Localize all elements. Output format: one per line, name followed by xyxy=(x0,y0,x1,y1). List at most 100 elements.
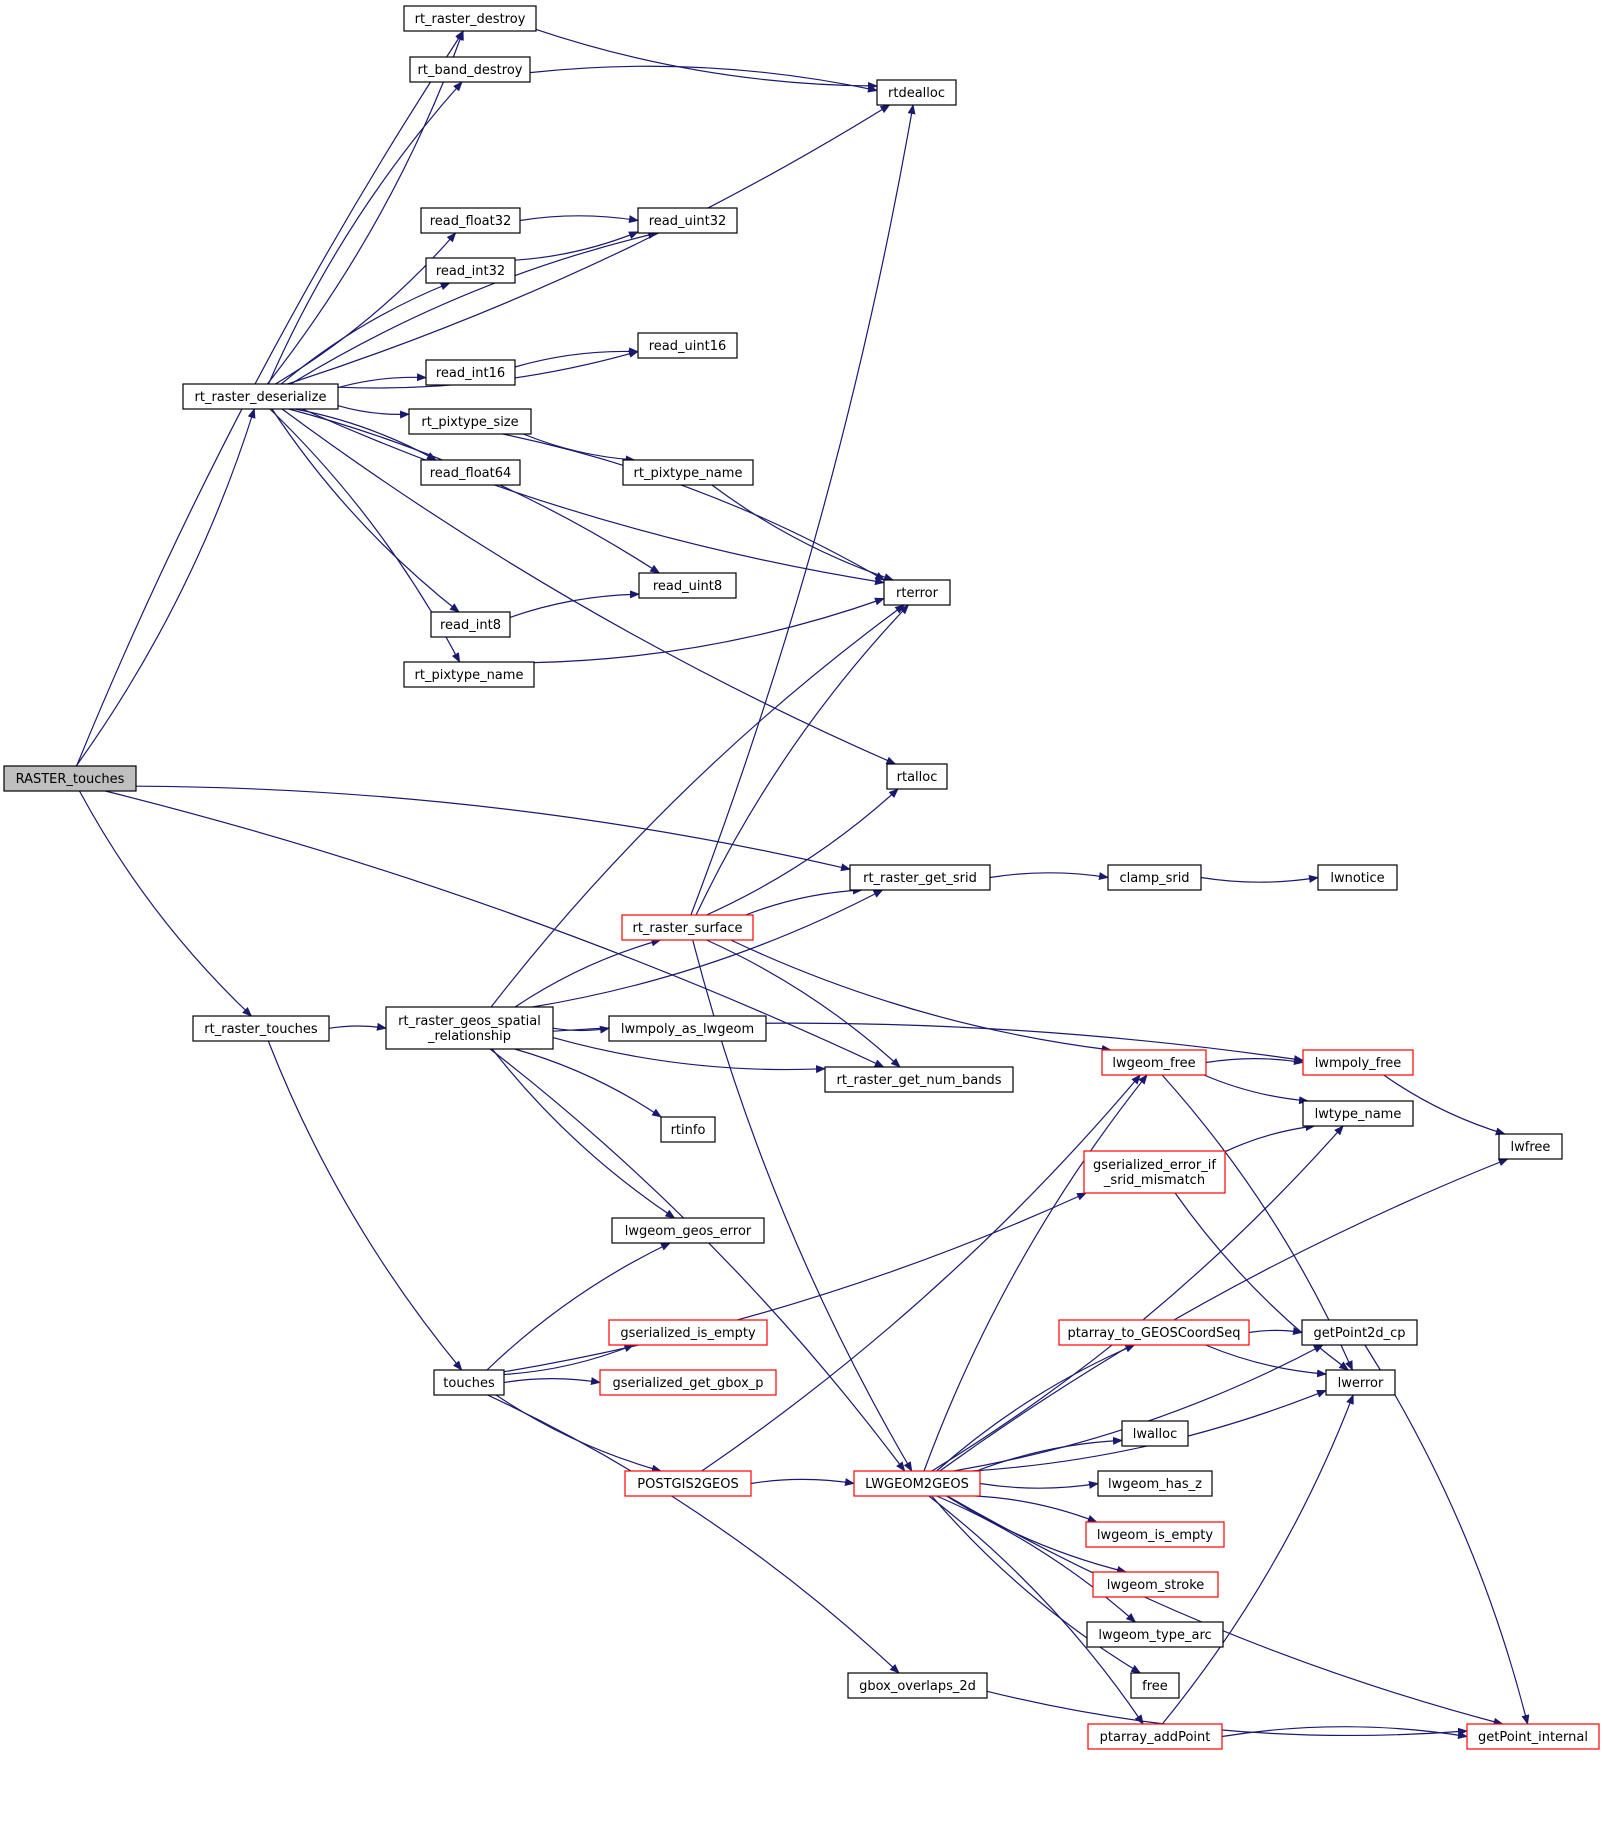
node-label: getPoint2d_cp xyxy=(1313,1326,1405,1341)
node-label: rt_raster_deserialize xyxy=(195,390,327,405)
edge-touches-to-gserialized_get_gbox_p xyxy=(503,1377,601,1386)
node-lwnotice[interactable]: lwnotice xyxy=(1317,864,1398,891)
node-label: lwgeom_free xyxy=(1112,1056,1195,1071)
node-label: rt_raster_get_srid xyxy=(863,871,977,886)
node-lwgeom-is-empty[interactable]: lwgeom_is_empty xyxy=(1085,1521,1225,1548)
node-rt-pixtype-name-b[interactable]: rt_pixtype_name xyxy=(403,661,535,688)
node-clamp-srid[interactable]: clamp_srid xyxy=(1107,864,1202,891)
node-rtinfo[interactable]: rtinfo xyxy=(660,1116,716,1143)
node-ptarray-addPoint[interactable]: ptarray_addPoint xyxy=(1087,1723,1223,1750)
node-box xyxy=(883,579,951,606)
node-lwgeom-has-z[interactable]: lwgeom_has_z xyxy=(1097,1470,1213,1497)
node-label: read_int32 xyxy=(436,264,505,279)
node-LWGEOM2GEOS[interactable]: LWGEOM2GEOS xyxy=(853,1470,981,1497)
node-lwgeom-geos-error[interactable]: lwgeom_geos_error xyxy=(611,1217,765,1244)
node-label: rt_raster_destroy xyxy=(415,12,526,27)
node-box xyxy=(430,611,511,638)
node-lwalloc[interactable]: lwalloc xyxy=(1121,1420,1189,1447)
node-rterror[interactable]: rterror xyxy=(883,579,951,606)
node-box xyxy=(608,1319,768,1346)
node-rt-raster-destroy[interactable]: rt_raster_destroy xyxy=(403,5,537,32)
edge-RASTER_touches-to-rt_raster_deserialize xyxy=(75,408,256,767)
node-label: rtalloc xyxy=(897,770,938,785)
node-lwgeom-stroke[interactable]: lwgeom_stroke xyxy=(1092,1571,1219,1598)
node-box xyxy=(425,359,516,386)
node-lwmpoly-as-lwgeom[interactable]: lwmpoly_as_lwgeom xyxy=(608,1015,767,1042)
node-box xyxy=(420,207,521,234)
node-gserialized-get-gbox-p[interactable]: gserialized_get_gbox_p xyxy=(599,1369,777,1396)
node-gserialized-is-empty[interactable]: gserialized_is_empty xyxy=(608,1319,768,1346)
node-label: rterror xyxy=(896,586,939,601)
node-label: gbox_overlaps_2d xyxy=(859,1679,976,1694)
node-free[interactable]: free xyxy=(1130,1672,1180,1699)
node-lwtype-name[interactable]: lwtype_name xyxy=(1302,1100,1414,1127)
node-gbox-overlaps-2d[interactable]: gbox_overlaps_2d xyxy=(847,1672,988,1699)
node-ptarray-to-GEOSCoordSeq[interactable]: ptarray_to_GEOSCoordSeq xyxy=(1058,1319,1250,1346)
node-label: _srid_mismatch xyxy=(1103,1173,1205,1188)
node-label: free xyxy=(1142,1679,1168,1694)
edge-LWGEOM2GEOS-to-lwgeom_is_empty xyxy=(975,1495,1098,1523)
edge-rt_raster_deserialize-to-rt_pixtype_size xyxy=(337,405,410,419)
node-read-int8[interactable]: read_int8 xyxy=(430,611,511,638)
edge-RASTER_touches-to-rt_raster_touches xyxy=(78,790,253,1017)
node-rt-band-destroy[interactable]: rt_band_destroy xyxy=(409,56,531,83)
node-getPoint2d-cp[interactable]: getPoint2d_cp xyxy=(1301,1319,1418,1346)
edge-ptarray_to_GEOSCoordSeq-to-lwerror xyxy=(1205,1344,1327,1378)
node-label: read_uint16 xyxy=(649,339,727,354)
node-rt-raster-surface[interactable]: rt_raster_surface xyxy=(621,914,754,941)
node-lwgeom-free[interactable]: lwgeom_free xyxy=(1101,1049,1207,1076)
node-label: lwgeom_stroke xyxy=(1107,1578,1205,1593)
edge-POSTGIS2GEOS-to-LWGEOM2GEOS xyxy=(750,1478,855,1487)
edge-rt_raster_deserialize-to-rt_band_destroy xyxy=(267,81,463,385)
node-read-uint8[interactable]: read_uint8 xyxy=(638,572,737,599)
node-getPoint-internal[interactable]: getPoint_internal xyxy=(1466,1723,1600,1750)
node-box xyxy=(886,763,948,790)
node-rt-raster-touches[interactable]: rt_raster_touches xyxy=(192,1015,330,1042)
node-box xyxy=(621,914,754,941)
edge-rt_raster_deserialize-to-rterror xyxy=(302,408,885,586)
edge-rt_raster_geos_spatial_relationship-to-LWGEOM2GEOS xyxy=(489,1048,906,1472)
node-read-uint32[interactable]: read_uint32 xyxy=(637,207,738,234)
node-lwmpoly-free[interactable]: lwmpoly_free xyxy=(1302,1049,1414,1076)
node-box xyxy=(1302,1100,1414,1127)
node-rt-raster-get-num-bands[interactable]: rt_raster_get_num_bands xyxy=(824,1066,1014,1093)
node-box xyxy=(1498,1133,1563,1160)
node-rt-pixtype-name-a[interactable]: rt_pixtype_name xyxy=(622,459,754,486)
node-label: rt_pixtype_name xyxy=(415,668,524,683)
node-box xyxy=(1087,1723,1223,1750)
node-read-int32[interactable]: read_int32 xyxy=(425,257,516,284)
node-box xyxy=(1097,1470,1213,1497)
node-RASTER-touches[interactable]: RASTER_touches xyxy=(3,765,137,792)
edge-LWGEOM2GEOS-to-lwgeom_stroke xyxy=(946,1495,1127,1574)
node-POSTGIS2GEOS[interactable]: POSTGIS2GEOS xyxy=(624,1470,752,1497)
node-rt-pixtype-size[interactable]: rt_pixtype_size xyxy=(408,408,532,435)
edge-rt_raster_touches-to-rt_raster_geos_spatial_relationship xyxy=(328,1022,387,1031)
node-read-float32[interactable]: read_float32 xyxy=(420,207,521,234)
node-rt-raster-get-srid[interactable]: rt_raster_get_srid xyxy=(849,864,991,891)
node-box xyxy=(637,332,738,359)
node-read-float64[interactable]: read_float64 xyxy=(420,459,521,486)
edge-read_int16-to-read_uint16 xyxy=(514,347,639,368)
node-label: rt_pixtype_size xyxy=(421,415,518,430)
node-read-int16[interactable]: read_int16 xyxy=(425,359,516,386)
edge-gserialized_error_if_srid_mismatch-to-lwtype_name xyxy=(1224,1123,1316,1153)
node-lwfree[interactable]: lwfree xyxy=(1498,1133,1563,1160)
node-box xyxy=(847,1672,988,1699)
node-rtdealloc[interactable]: rtdealloc xyxy=(876,79,957,106)
edge-rt_raster_deserialize-to-read_int16 xyxy=(337,373,427,389)
edge-rt_raster_deserialize-to-read_int32 xyxy=(280,282,451,385)
node-lwerror[interactable]: lwerror xyxy=(1325,1369,1396,1396)
node-rtalloc[interactable]: rtalloc xyxy=(886,763,948,790)
node-box xyxy=(385,1006,554,1050)
node-lwgeom-type-arc[interactable]: lwgeom_type_arc xyxy=(1086,1621,1224,1648)
edge-read_float32-to-read_uint32 xyxy=(519,215,639,224)
node-read-uint16[interactable]: read_uint16 xyxy=(637,332,738,359)
edge-rt_raster_deserialize-to-read_int8 xyxy=(271,408,460,613)
edge-LWGEOM2GEOS-to-ptarray_to_GEOSCoordSeq xyxy=(936,1344,1136,1472)
node-rt-raster-geos-spatial-relationship[interactable]: rt_raster_geos_spatial_relationship xyxy=(385,1006,554,1050)
node-touches[interactable]: touches xyxy=(433,1369,505,1396)
edge-rt_raster_surface-to-rt_raster_get_srid xyxy=(745,886,863,916)
node-gserialized-error-if-srid-mismatch[interactable]: gserialized_error_if_srid_mismatch xyxy=(1083,1150,1226,1194)
node-rt-raster-deserialize[interactable]: rt_raster_deserialize xyxy=(182,383,339,410)
